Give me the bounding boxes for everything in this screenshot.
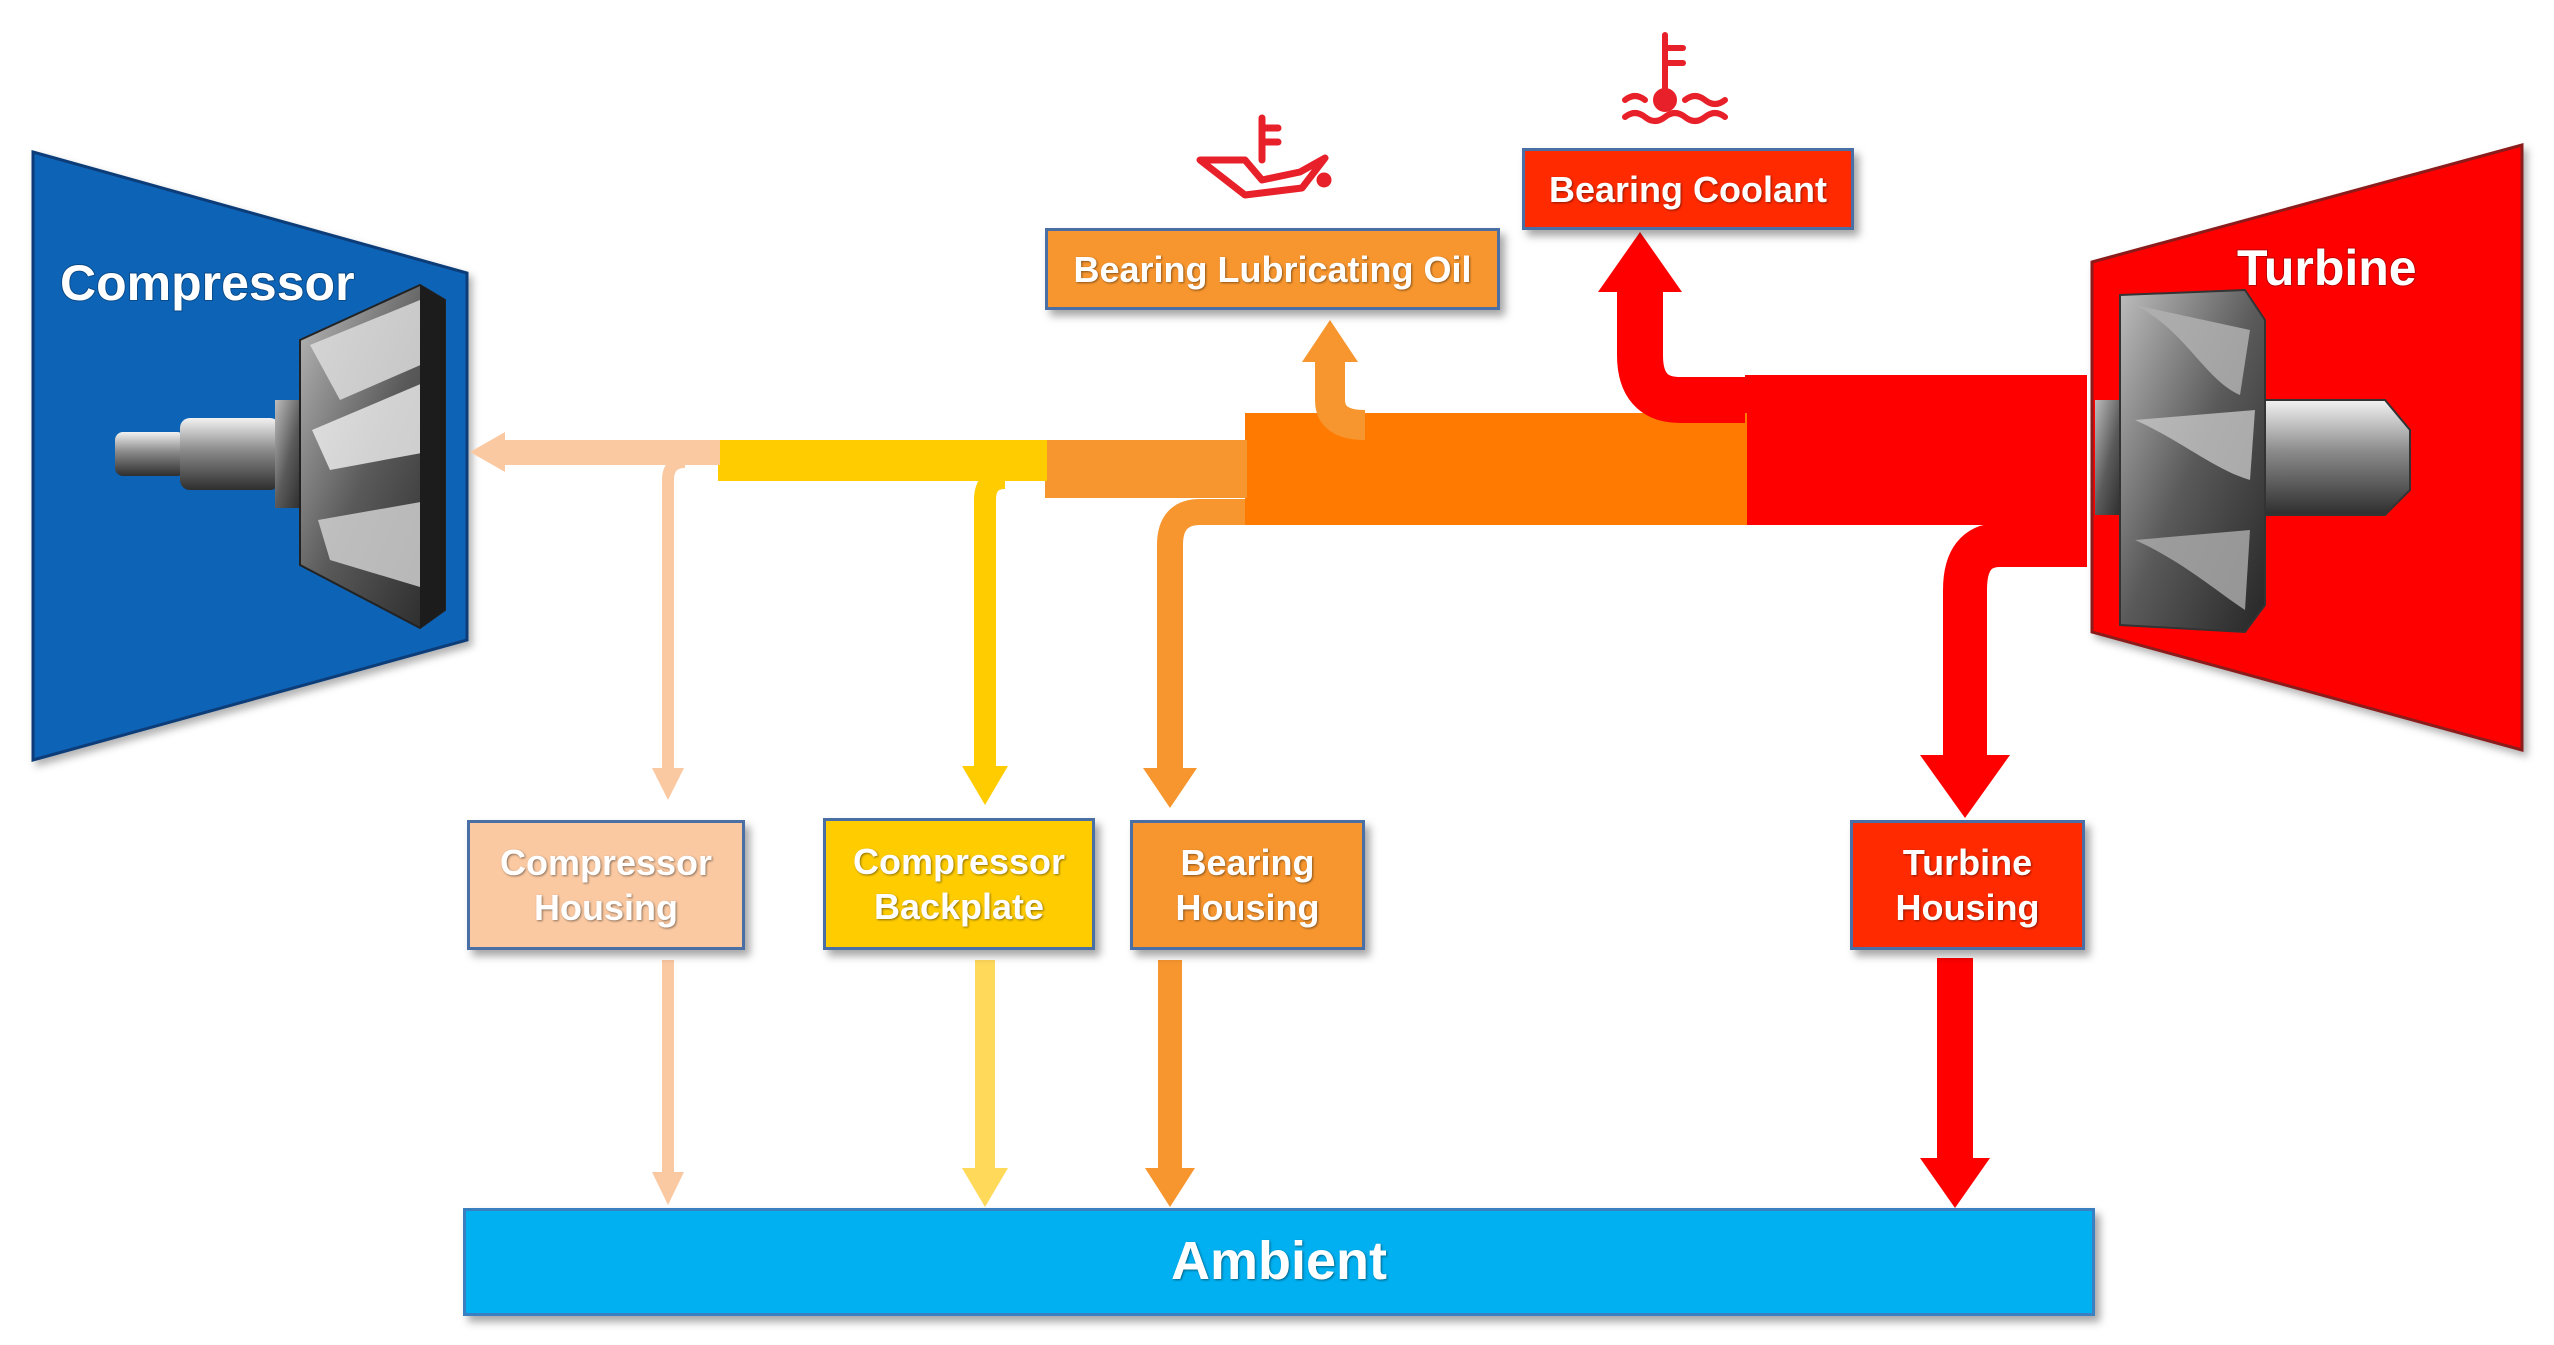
ambient-arrowhead-1	[652, 1172, 684, 1205]
compressor-backplate-label-line2: Backplate	[873, 886, 1045, 927]
compressor-backplate-box: Compressor Backplate	[823, 818, 1095, 950]
turbine-housing-arrowhead	[1920, 755, 2010, 818]
turbine-housing-box: Turbine Housing	[1850, 820, 2085, 950]
ambient-label: Ambient	[1171, 1231, 1387, 1292]
bearing-housing-arrowhead	[1143, 768, 1197, 808]
turbine-housing-label-line1: Turbine	[1902, 842, 2033, 883]
flow-segment-bearing	[1245, 413, 1747, 525]
compressor-housing-box: Compressor Housing	[467, 820, 745, 950]
flow-branch-lubricating-oil	[1315, 360, 1366, 440]
flow-arrow-to-compressor	[470, 432, 505, 472]
flow-branch-bearing-housing	[1157, 499, 1245, 770]
compressor-wheel-image	[115, 283, 446, 630]
oil-arrowhead	[1302, 320, 1358, 362]
turbine-housing-label-line2: Housing	[1895, 887, 2040, 928]
bearing-coolant-box: Bearing Coolant	[1522, 148, 1854, 230]
bearing-housing-label-line1: Bearing	[1180, 842, 1315, 883]
flow-branch-compressor-backplate	[974, 467, 1006, 768]
flow-branch-turbine-housing	[1943, 523, 2087, 755]
coolant-arrowhead	[1598, 232, 1682, 292]
ambient-arrowhead-2	[962, 1168, 1008, 1207]
flow-branch-bearing-coolant	[1617, 290, 1745, 423]
compressor-label: Compressor	[60, 255, 355, 311]
bearing-lubricating-oil-box: Bearing Lubricating Oil	[1045, 228, 1500, 310]
ambient-box: Ambient	[463, 1208, 2095, 1316]
ambient-arrowhead-3	[1145, 1168, 1195, 1207]
flow-segment-turbine	[1745, 375, 2087, 525]
bearing-lubricating-oil-label: Bearing Lubricating Oil	[1073, 248, 1472, 290]
flow-segment-oil	[1045, 440, 1247, 498]
compressor-housing-arrowhead	[652, 768, 684, 800]
oil-temperature-icon	[1196, 114, 1332, 199]
bearing-coolant-label: Bearing Coolant	[1548, 168, 1827, 210]
bearing-housing-box: Bearing Housing	[1130, 820, 1365, 950]
bearing-housing-label-line2: Housing	[1175, 887, 1320, 928]
flow-branch-compressor-housing	[662, 456, 686, 770]
flow-segment-housing	[500, 440, 720, 465]
compressor-backplate-label-line1: Compressor	[852, 841, 1066, 882]
coolant-temperature-icon	[1622, 32, 1728, 124]
compressor-housing-label-line2: Housing	[534, 887, 678, 928]
ambient-arrowhead-4	[1920, 1158, 1990, 1208]
turbine-wheel-image	[2095, 288, 2411, 634]
compressor-housing-label-line1: Compressor	[499, 842, 713, 883]
backplate-arrowhead	[962, 766, 1008, 805]
turbine-label: Turbine	[2237, 240, 2417, 296]
